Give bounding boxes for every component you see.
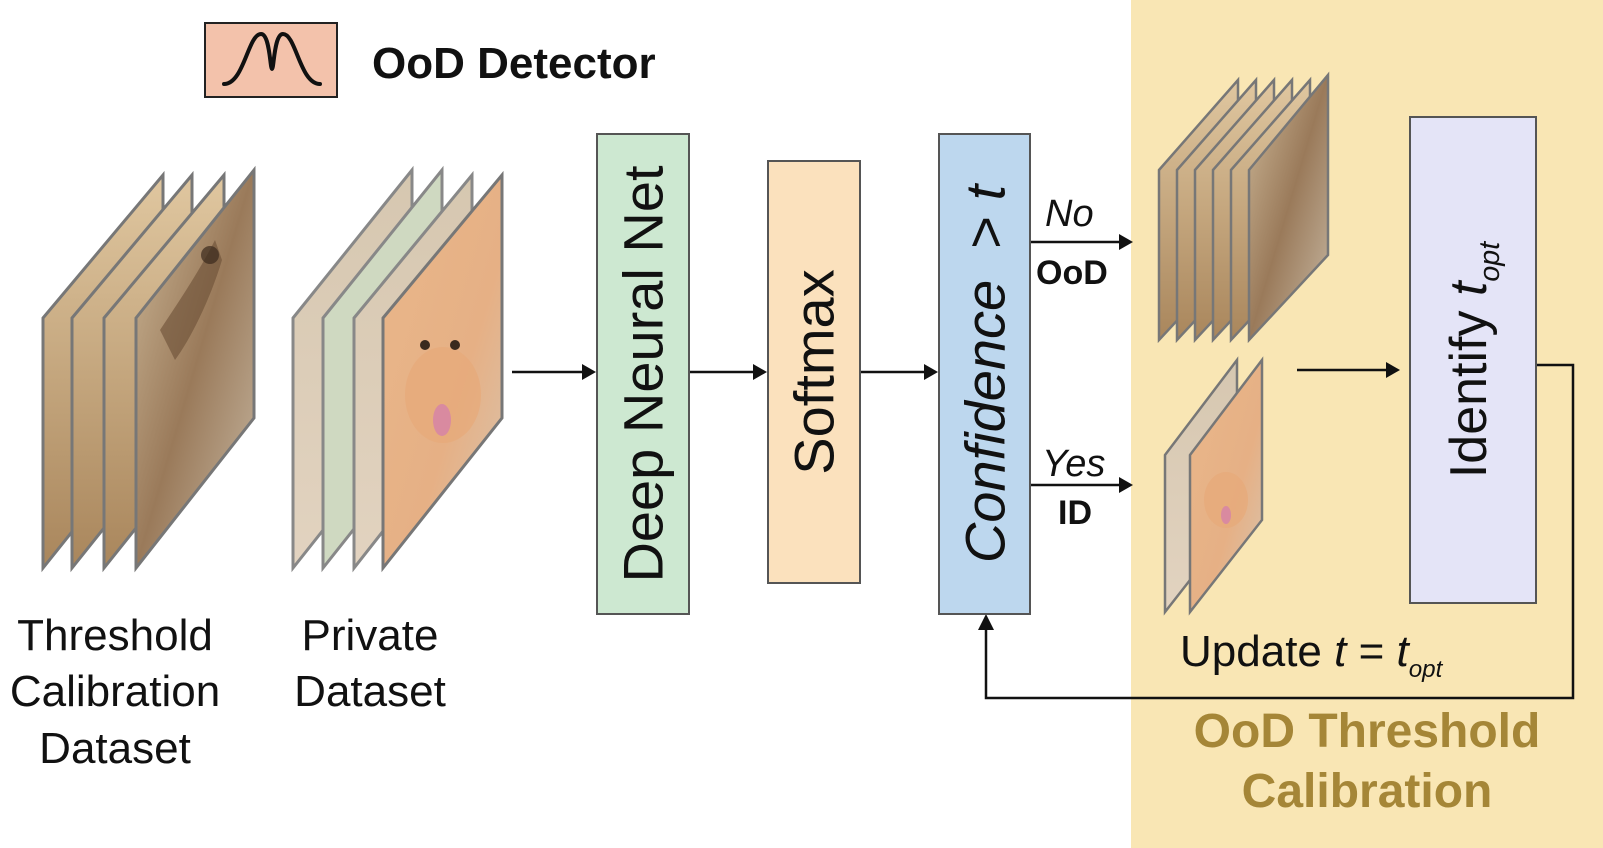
update-label: Update t = topt (1180, 624, 1442, 686)
dataset-label-line: Dataset (294, 667, 446, 717)
threshold-var: t (953, 184, 1016, 201)
identify-topt-block: Identify topt (1409, 116, 1537, 604)
dataset-label-line: Dataset (39, 723, 191, 773)
calibration-title-line: Calibration (1241, 765, 1493, 818)
greater-than: > (953, 215, 1016, 249)
legend-label: OoD Detector (372, 39, 656, 88)
identify-sub: opt (1473, 241, 1506, 282)
yes-label: Yes (1042, 443, 1106, 485)
calibration-title-line: OoD Threshold (1193, 705, 1541, 758)
confidence-label: Confidence > t (952, 185, 1017, 563)
update-rhs-sub: opt (1408, 655, 1443, 683)
id-output-stack (1163, 356, 1264, 616)
ood-label: OoD (1036, 254, 1108, 292)
update-equals: = (1346, 627, 1397, 676)
update-var: t (1334, 627, 1347, 676)
identify-word: Identify (1440, 296, 1499, 479)
softmax-block: Softmax (767, 160, 861, 584)
id-label: ID (1058, 494, 1092, 532)
dataset-label-line: Calibration (9, 667, 221, 717)
dataset-label-line: Threshold (17, 611, 213, 660)
deep-neural-net-block: Deep Neural Net (596, 133, 690, 615)
update-rhs-var: t (1396, 627, 1409, 676)
calibration-title: OoD Threshold Calibration (1131, 702, 1603, 822)
ood-output-stack (1157, 71, 1330, 344)
dataset-label-line: Private (301, 611, 439, 660)
no-label: No (1045, 193, 1094, 235)
detector-legend-icon (204, 22, 338, 98)
confidence-word: Confidence (953, 279, 1016, 564)
bell-curve-icon (222, 31, 322, 86)
dog-image-stack (291, 165, 504, 573)
private-dataset-label: Private Dataset (280, 608, 460, 721)
identify-var: t (1440, 281, 1499, 297)
dnn-label: Deep Neural Net (611, 165, 675, 583)
giraffe-image-stack (41, 165, 256, 573)
identify-label: Identify topt (1439, 242, 1507, 478)
update-word: Update (1180, 627, 1335, 676)
flow-arrows (512, 234, 1575, 700)
threshold-calibration-dataset-label: Threshold Calibration Dataset (0, 608, 230, 777)
confidence-threshold-block: Confidence > t (938, 133, 1031, 615)
softmax-label: Softmax (782, 269, 846, 475)
